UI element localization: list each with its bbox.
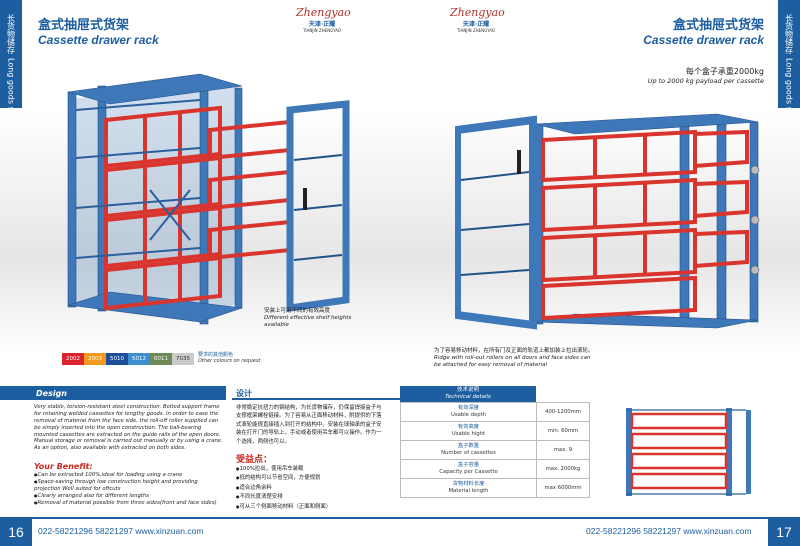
side-tab-en: Long goods storage [784, 57, 794, 137]
list-item: 适合边角余料 [236, 484, 386, 493]
tech-head-cn: 技术说明 [456, 387, 479, 393]
swatch: 2003 [84, 353, 106, 365]
company-logo: Zhengyao 天津·正耀 TIANJIN ZHENGYAO [450, 6, 505, 33]
row-label-en: Material length [448, 488, 489, 494]
logo-script: Zhengyao [296, 6, 351, 19]
callout-en: Ridge with roll-out rollers on all doors… [434, 354, 591, 368]
footer-rule [400, 517, 768, 519]
title-cn: 盒式抽屉式货架 [672, 18, 764, 33]
row-value: max 6000mm [536, 478, 590, 498]
logo-cn: 天津·正耀 [462, 21, 490, 28]
right-page: 长货物储存 Long goods storage 盒式抽屉式货架 Cassett… [400, 0, 800, 546]
swatch-note-en: Other colours on request [198, 358, 261, 364]
rack-photo-left [67, 73, 350, 325]
swatch: 2002 [62, 353, 84, 365]
logo-cn: 天津·正耀 [308, 21, 336, 28]
row-label-en: Capacity per Cassette [439, 469, 498, 475]
list-item: Removal of material possible from three … [34, 500, 224, 507]
payload-cn: 每个盒子承重2000kg [685, 67, 764, 76]
row-value: 400-1200mm [536, 402, 590, 422]
tech-details-header: 技术说明 Technical details [400, 386, 536, 402]
row-label-en: Usable depth [450, 412, 487, 418]
title-cn: 盒式抽屉式货架 [38, 18, 130, 33]
swatch-note: 要求的其他颜色 Other colours on request [198, 352, 261, 365]
list-item: 低的结构可以节省空间，方便规划 [236, 474, 386, 483]
design-label: Design [36, 388, 67, 398]
page-number: 17 [768, 517, 800, 546]
footer: 17 022-58221296 58221297 www.xinzuan.com [400, 517, 800, 546]
swatch: 5010 [106, 353, 128, 365]
row-label-cn: 有效高度 [457, 424, 480, 431]
list-item: Clearly arranged also for different leng… [34, 493, 224, 500]
row-label-en: Usable hight [451, 431, 486, 437]
side-tab-cn: 长货物储存 [784, 13, 794, 54]
payload-note: 每个盒子承重2000kg Up to 2000 kg payload per c… [648, 66, 764, 85]
design-text: Very stable, torsion-resistant steel con… [34, 404, 223, 452]
side-tab-en: Long goods storage [6, 57, 16, 137]
payload-en: Up to 2000 kg payload per cassette [647, 77, 764, 85]
callout-cn: 为了容易移动材料，在所有门及正面的轨道上都加装上拉出滚轮。 [434, 348, 594, 354]
sheji-text: 非常稳定抗扭力的钢结构，为长货物储存，仍保留焊接盒子与支撑框架螺栓链接。为了容易… [236, 405, 382, 445]
benefit-title: Your Benefit: [34, 462, 93, 471]
youshi-title: 受益点： [236, 455, 273, 465]
shelf-height-callout: 安装上可用不同的有效高度 Different effective shelf h… [264, 308, 374, 329]
list-item: 不同长度清楚安排 [236, 493, 386, 502]
list-item: Space-saving through low construction he… [34, 479, 224, 493]
rack-photo-right [455, 113, 760, 330]
logo-en: TIANJIN ZHENGYAO [456, 28, 496, 33]
list-item: 100%拉出，使用吊车装载 [236, 465, 386, 474]
row-label-cn: 货物材料长度 [452, 481, 485, 488]
left-page: 长货物储存 Long goods storage 盒式抽屉式货架 Cassett… [0, 0, 400, 546]
row-value: min. 60mm [536, 421, 590, 441]
contact-info: 022-58221296 58221297 www.xinzuan.com [38, 526, 204, 536]
footer-rule [32, 517, 400, 519]
page-title: 盒式抽屉式货架 Cassette drawer rack [38, 14, 159, 47]
swatch: 6011 [150, 353, 172, 365]
footer: 16 022-58221296 58221297 www.xinzuan.com [0, 517, 400, 546]
sheji-title: 设计 [236, 389, 252, 398]
title-en: Cassette drawer rack [38, 33, 159, 47]
row-value: max. 9 [536, 440, 590, 460]
list-item: 可从三个侧面移动材料（正面和侧面） [236, 503, 386, 512]
youshi-list: 100%拉出，使用吊车装载 低的结构可以节省空间，方便规划 适合边角余料 不同长… [236, 465, 386, 512]
small-rack-photo [596, 404, 764, 500]
callout-cn: 安装上可用不同的有效高度 [264, 308, 331, 314]
swatch: 7035 [172, 353, 194, 365]
row-label-cn: 盒子数量 [457, 443, 480, 450]
tech-head-en: Technical details [445, 393, 491, 400]
list-item: Can be extracted 100%,ideal for loading … [34, 472, 224, 479]
sheji-rule [232, 386, 400, 400]
title-en: Cassette drawer rack [643, 33, 764, 47]
swatch: 5012 [128, 353, 150, 365]
swatch-note-cn: 要求的其他颜色 [198, 352, 234, 359]
contact-info: 022-58221296 58221297 www.xinzuan.com [586, 526, 752, 536]
company-logo: Zhengyao 天津·正耀 TIANJIN ZHENGYAO [296, 6, 351, 33]
row-value: max. 2000kg [536, 459, 590, 479]
row-label-cn: 盒子容量 [457, 462, 480, 469]
design-header: Design [0, 386, 226, 400]
color-swatches: 2002 2003 5010 5012 6011 7035 要求的其他颜色 Ot… [62, 352, 261, 365]
logo-script: Zhengyao [450, 6, 505, 19]
callout-en: Different effective shelf heights availa… [264, 314, 352, 328]
logo-en: TIANJIN ZHENGYAO [302, 28, 342, 33]
row-label-en: Number of cassettes [441, 450, 496, 456]
side-tab-cn: 长货物储存 [6, 13, 16, 54]
benefit-list: Can be extracted 100%,ideal for loading … [34, 472, 224, 506]
page-title: 盒式抽屉式货架 Cassette drawer rack [643, 14, 764, 47]
page-number: 16 [0, 517, 32, 546]
row-label-cn: 有效深度 [457, 405, 480, 412]
roller-callout: 为了容易移动材料，在所有门及正面的轨道上都加装上拉出滚轮。 Ridge with… [434, 348, 594, 369]
